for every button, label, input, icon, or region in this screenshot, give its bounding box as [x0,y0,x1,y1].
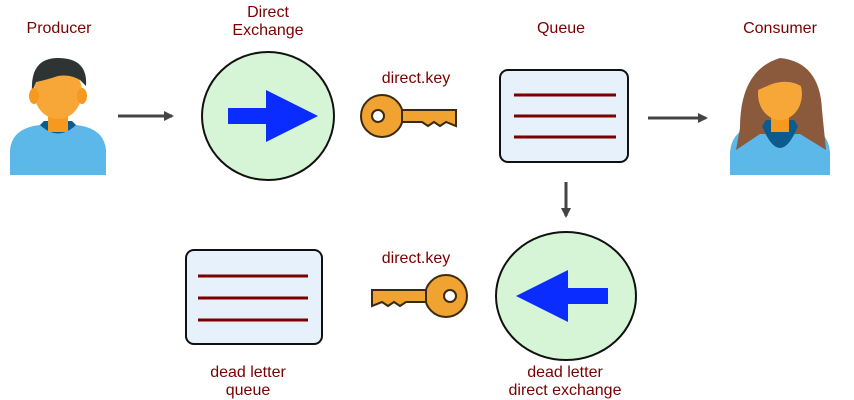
consumer-label: Consumer [743,20,817,37]
dlq-label-line1: dead letter [210,364,286,381]
dead-letter-exchange-icon [495,231,637,361]
dlx-label-line2: direct exchange [508,382,622,399]
producer-icon [10,58,106,175]
key-top-label: direct.key [381,70,451,87]
consumer-icon [730,58,830,175]
producer-label: Producer [26,20,92,37]
dead-letter-exchange-label: dead letter direct exchange [490,364,640,400]
dlq-label-line2: queue [225,382,271,399]
direct-exchange-icon [201,51,335,181]
key-bottom-icon [371,274,468,318]
queue-label: Queue [536,20,586,37]
queue-icon [499,69,629,163]
exchange-label-line1: Direct [247,4,289,21]
key-bottom-label: direct.key [381,250,451,267]
dead-letter-queue-label: dead letter queue [190,364,306,400]
dead-letter-queue-icon [185,249,323,345]
key-top-icon [360,94,457,138]
dlx-label-line1: dead letter [527,364,603,381]
exchange-label: Direct Exchange [210,4,326,40]
exchange-label-line2: Exchange [232,22,304,39]
